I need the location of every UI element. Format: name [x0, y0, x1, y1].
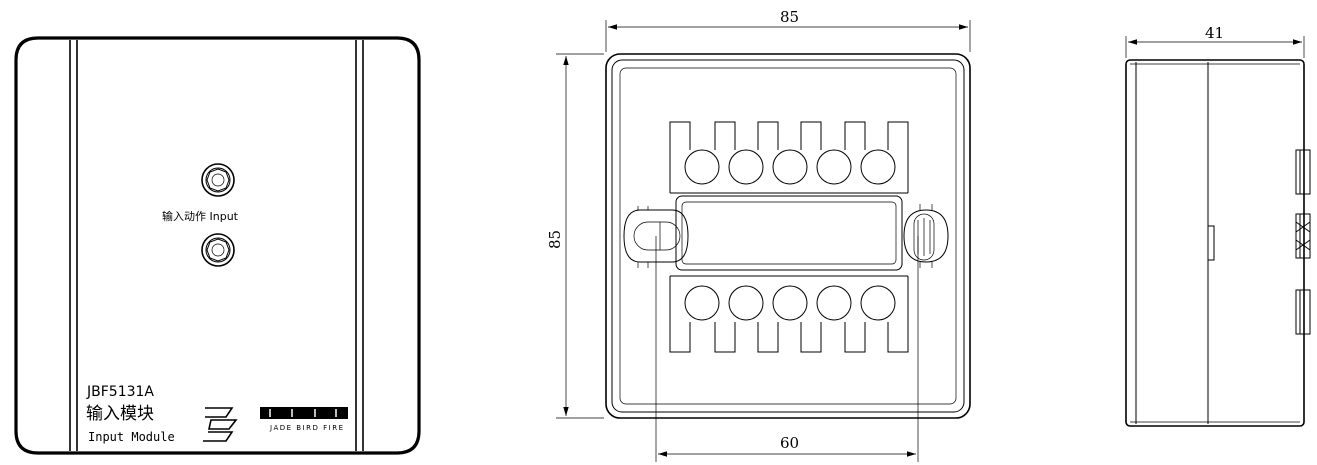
back-inner-rim	[619, 67, 957, 405]
side-clips	[1295, 149, 1311, 335]
back-inner-outline	[611, 59, 965, 413]
side-outline	[1125, 59, 1305, 427]
side-view: 41	[1125, 24, 1311, 427]
back-view: 85 85 60	[546, 8, 971, 462]
front-view: 输入动作 Input JBF5131A 输入模块 Input Module JA…	[14, 36, 421, 455]
module-name-en: Input Module	[88, 430, 175, 444]
lower-indicator-led	[201, 233, 235, 267]
upper-knockout-holes	[684, 149, 896, 185]
brand-logo-bar	[260, 407, 348, 419]
module-name-cn: 输入模块	[86, 404, 154, 424]
right-mounting-slot	[903, 204, 949, 268]
brand-text: JADE BIRD FIRE	[269, 424, 345, 432]
brand-logo: JADE BIRD FIRE	[203, 407, 348, 442]
back-outer-outline	[605, 53, 971, 419]
dim-back-height: 85	[546, 230, 564, 249]
dimension-side-depth: 41	[1125, 24, 1305, 58]
upper-cable-slots	[669, 121, 909, 194]
side-center-tab	[1207, 225, 1215, 261]
indicator-label: 输入动作 Input	[162, 209, 239, 223]
model-number: JBF5131A	[86, 384, 154, 400]
front-outline	[14, 36, 421, 455]
dimension-back-width: 85	[605, 8, 971, 52]
dim-back-width: 85	[780, 8, 799, 26]
dimension-back-height: 85	[546, 53, 604, 419]
dim-mount-spacing: 60	[780, 434, 799, 452]
dim-side-depth: 41	[1205, 24, 1224, 42]
center-plate-inner	[681, 201, 897, 265]
dimension-mount-spacing: 60	[655, 236, 919, 462]
upper-indicator-led	[201, 163, 235, 197]
lower-cable-slots	[669, 275, 909, 353]
center-plate	[675, 195, 903, 271]
lower-knockout-holes	[684, 285, 896, 321]
left-mounting-slot	[623, 206, 689, 268]
